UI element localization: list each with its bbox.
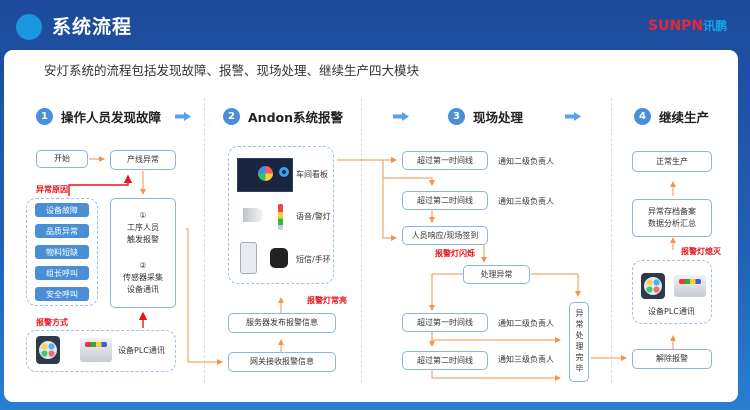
phone-and-watch-icon	[240, 242, 257, 274]
cause-tag[interactable]: 物料短缺	[35, 245, 89, 259]
device-group	[228, 146, 334, 284]
step-number-badge: 2	[223, 107, 240, 125]
plc-module-icon	[674, 275, 706, 297]
title-dot-icon	[16, 14, 42, 40]
cause-tag[interactable]: 组长呼叫	[35, 266, 89, 280]
step-header-3: 3 现场处理	[448, 104, 523, 128]
trigger-line2: 触发报警	[127, 235, 159, 244]
plc-label-2: 设备PLC通讯	[648, 307, 695, 316]
plc-label: 设备PLC通讯	[118, 346, 165, 355]
notify-third-text-2: 通知三级负责人	[498, 355, 554, 364]
sensor-line1: 传感器采集	[123, 273, 163, 282]
trigger-node[interactable]: ① 工序人员 触发报警 ② 传感器采集 设备通讯	[110, 198, 176, 308]
plc-group	[26, 330, 176, 372]
exceed-second-node-2[interactable]: 超过第二时间线	[402, 351, 488, 370]
trigger-number: ①	[139, 211, 147, 220]
step-label: 现场处理	[473, 109, 524, 125]
trigger-line1: 工序人员	[127, 223, 159, 232]
sensor-line2: 设备通讯	[127, 285, 159, 294]
notify-second-text: 通知二级负责人	[498, 157, 554, 166]
step-arrow-icon	[565, 112, 581, 121]
column-divider	[361, 98, 362, 383]
plc-group-2	[632, 260, 712, 324]
device-label-board: 车间看板	[296, 170, 328, 179]
cause-tag[interactable]: 安全呼叫	[35, 287, 89, 301]
cause-tag[interactable]: 设备故障	[35, 203, 89, 217]
device-label-voice: 语音/警灯	[296, 212, 331, 221]
start-node[interactable]: 开始	[36, 150, 88, 168]
intro-text: 安灯系统的流程包括发现故障、报警、现场处理、继续生产四大模块	[44, 63, 420, 78]
step-number-badge: 1	[36, 107, 53, 125]
light-on-label: 报警灯常亮	[307, 296, 347, 305]
step-header-1: 1 操作人员发现故障	[36, 104, 161, 128]
release-alarm-node[interactable]: 解除报警	[632, 349, 712, 369]
gateway-receive-node[interactable]: 网关接收报警信息	[228, 352, 336, 372]
done-node[interactable]: 异常处理完毕	[569, 302, 589, 382]
exceed-second-node[interactable]: 超过第二时间线	[402, 191, 488, 210]
archive-line1: 异常存档备案	[648, 207, 696, 216]
step-label: 操作人员发现故障	[61, 109, 162, 125]
step-label: 继续生产	[659, 109, 710, 125]
cause-group	[26, 198, 98, 306]
step-label: Andon系统报警	[248, 109, 344, 125]
device-label-sms: 短信/手环	[296, 255, 331, 264]
logo-en: SUNPN	[648, 18, 704, 34]
alarm-method-label: 报警方式	[36, 318, 68, 327]
button-box-icon	[36, 336, 60, 364]
page-title: 系统流程	[52, 16, 133, 38]
column-divider	[611, 98, 612, 383]
plc-module-icon	[80, 338, 112, 362]
notify-second-text-2: 通知二级负责人	[498, 319, 554, 328]
archive-line2: 数据分析汇总	[648, 219, 696, 228]
step-header-4: 4 继续生产	[634, 104, 709, 128]
server-publish-node[interactable]: 服务器发布报警信息	[228, 313, 336, 333]
step-arrow-icon	[175, 112, 191, 121]
tower-light-icon	[278, 204, 283, 230]
cause-label: 异常原因	[36, 185, 68, 194]
normal-production-node[interactable]: 正常生产	[632, 151, 712, 172]
step-number-badge: 4	[634, 107, 651, 125]
column-divider	[204, 98, 205, 383]
response-node[interactable]: 人员响应/现场签到	[402, 226, 488, 245]
light-off-label: 报警灯熄灭	[681, 247, 721, 256]
step-number-badge: 3	[448, 107, 465, 125]
archive-node[interactable]: 异常存档备案 数据分析汇总	[632, 199, 712, 237]
notify-third-text: 通知三级负责人	[498, 197, 554, 206]
smart-watch-icon	[270, 248, 288, 268]
exceed-first-node-2[interactable]: 超过第一时间线	[402, 313, 488, 332]
line-abnormal-node[interactable]: 产线异常	[110, 150, 176, 170]
logo-cn: 讯鹏	[703, 19, 728, 33]
exceed-first-node[interactable]: 超过第一时间线	[402, 151, 488, 170]
step-arrow-icon	[393, 112, 409, 121]
cause-tag[interactable]: 品质异常	[35, 224, 89, 238]
button-box-icon	[641, 273, 665, 299]
brand-logo: SUNPN讯鹏	[648, 16, 727, 36]
horn-and-tower-light-icon	[243, 208, 263, 222]
dashboard-board-icon	[237, 158, 293, 192]
light-blink-label: 报警灯闪烁	[435, 249, 475, 258]
handle-node[interactable]: 处理异常	[463, 265, 530, 284]
sensor-number: ②	[139, 261, 147, 270]
step-header-2: 2 Andon系统报警	[223, 104, 343, 128]
